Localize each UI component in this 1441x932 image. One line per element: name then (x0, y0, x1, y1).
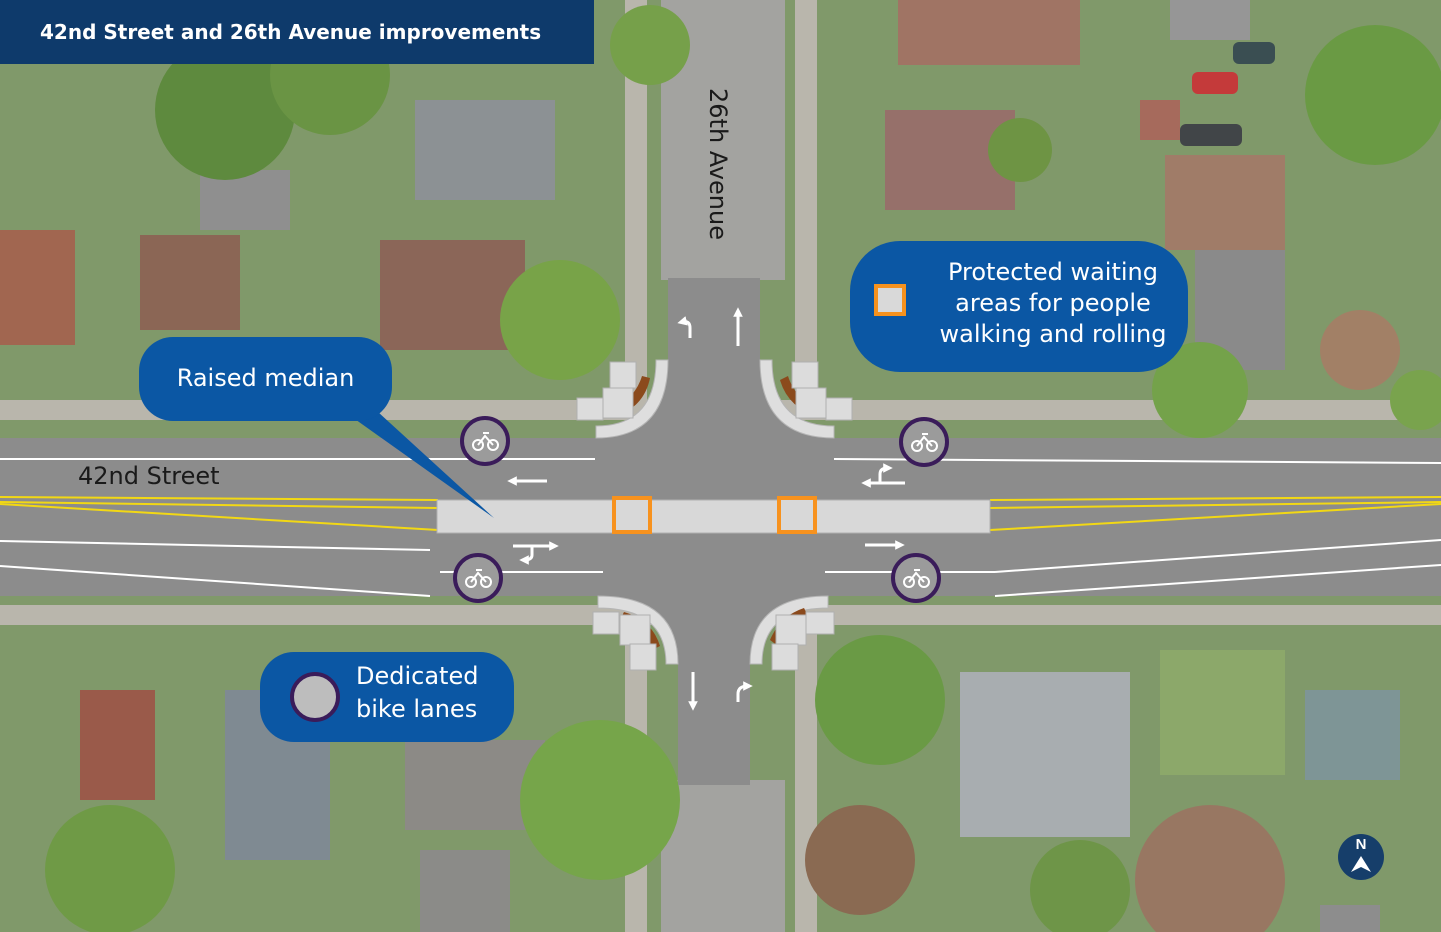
bike-lane-icon (453, 553, 503, 603)
street-label-26th: 26th Avenue (704, 88, 732, 240)
tree (520, 720, 680, 880)
turn-arrow-icon (736, 681, 753, 702)
tree (610, 5, 690, 85)
car (1192, 72, 1238, 94)
median-callout-pointer (345, 412, 494, 518)
tree (1152, 342, 1248, 438)
road-26th-south (678, 590, 750, 785)
yard (1160, 650, 1285, 775)
tree (1135, 805, 1285, 932)
house (80, 690, 155, 800)
tree (815, 635, 945, 765)
turn-arrow-icon (861, 463, 905, 488)
road-26th-north (668, 278, 760, 448)
tree (1305, 25, 1441, 165)
raised-median (436, 499, 991, 534)
house (1305, 690, 1400, 780)
tree (1320, 310, 1400, 390)
bike-lanes-legend: Dedicated bike lanes (260, 652, 514, 742)
raised-median-callout: Raised median (139, 337, 392, 421)
tree (1390, 370, 1441, 430)
house (898, 0, 1080, 65)
turn-arrow-icon (677, 316, 692, 338)
corner-island-sw (592, 595, 679, 671)
car (1180, 124, 1242, 146)
turn-arrow-icon (513, 541, 559, 565)
car (1233, 42, 1275, 64)
bike-lane-swatch-icon (290, 672, 340, 722)
page-title: 42nd Street and 26th Avenue improvements (0, 0, 594, 64)
corner-island-se (749, 595, 835, 671)
compass-icon: N (1338, 834, 1384, 880)
bike-lane-icon (891, 553, 941, 603)
garden-bed (1140, 100, 1180, 140)
tree (988, 118, 1052, 182)
tree (45, 805, 175, 932)
waiting-area-swatch-icon (874, 284, 906, 316)
centerline-east (989, 496, 1441, 531)
tree (155, 40, 295, 180)
waiting-areas-legend: Protected waiting areas for people walki… (850, 241, 1188, 372)
tree (1030, 840, 1130, 932)
bike-lane-markers (453, 416, 949, 603)
centerline-west (0, 496, 439, 531)
roadway (0, 278, 1441, 785)
tree (500, 260, 620, 380)
lane-arrows (507, 307, 905, 711)
road-26th-south-existing (661, 780, 785, 932)
house (380, 240, 525, 350)
waiting-area-east (777, 496, 817, 534)
bike-lane-icon (460, 416, 510, 466)
waiting-area-west (612, 496, 652, 534)
house (200, 170, 290, 230)
waiting-areas-text: Protected waiting areas for people walki… (939, 258, 1167, 348)
corner-island-ne (759, 359, 853, 439)
house (415, 100, 555, 200)
house (140, 235, 240, 330)
compass-label: N (1355, 836, 1367, 853)
tree (805, 805, 915, 915)
house (0, 230, 75, 345)
corner-islands (576, 359, 853, 671)
house (420, 850, 510, 932)
compass-arrow-icon (1351, 856, 1371, 872)
corner-island-nw (576, 359, 669, 439)
street-label-42nd: 42nd Street (78, 462, 220, 490)
bike-lanes-text: Dedicated bike lanes (356, 662, 479, 723)
house (1170, 0, 1250, 40)
house (1165, 155, 1285, 250)
house (960, 672, 1130, 837)
bike-lane-icon (899, 417, 949, 467)
house (1320, 905, 1380, 932)
